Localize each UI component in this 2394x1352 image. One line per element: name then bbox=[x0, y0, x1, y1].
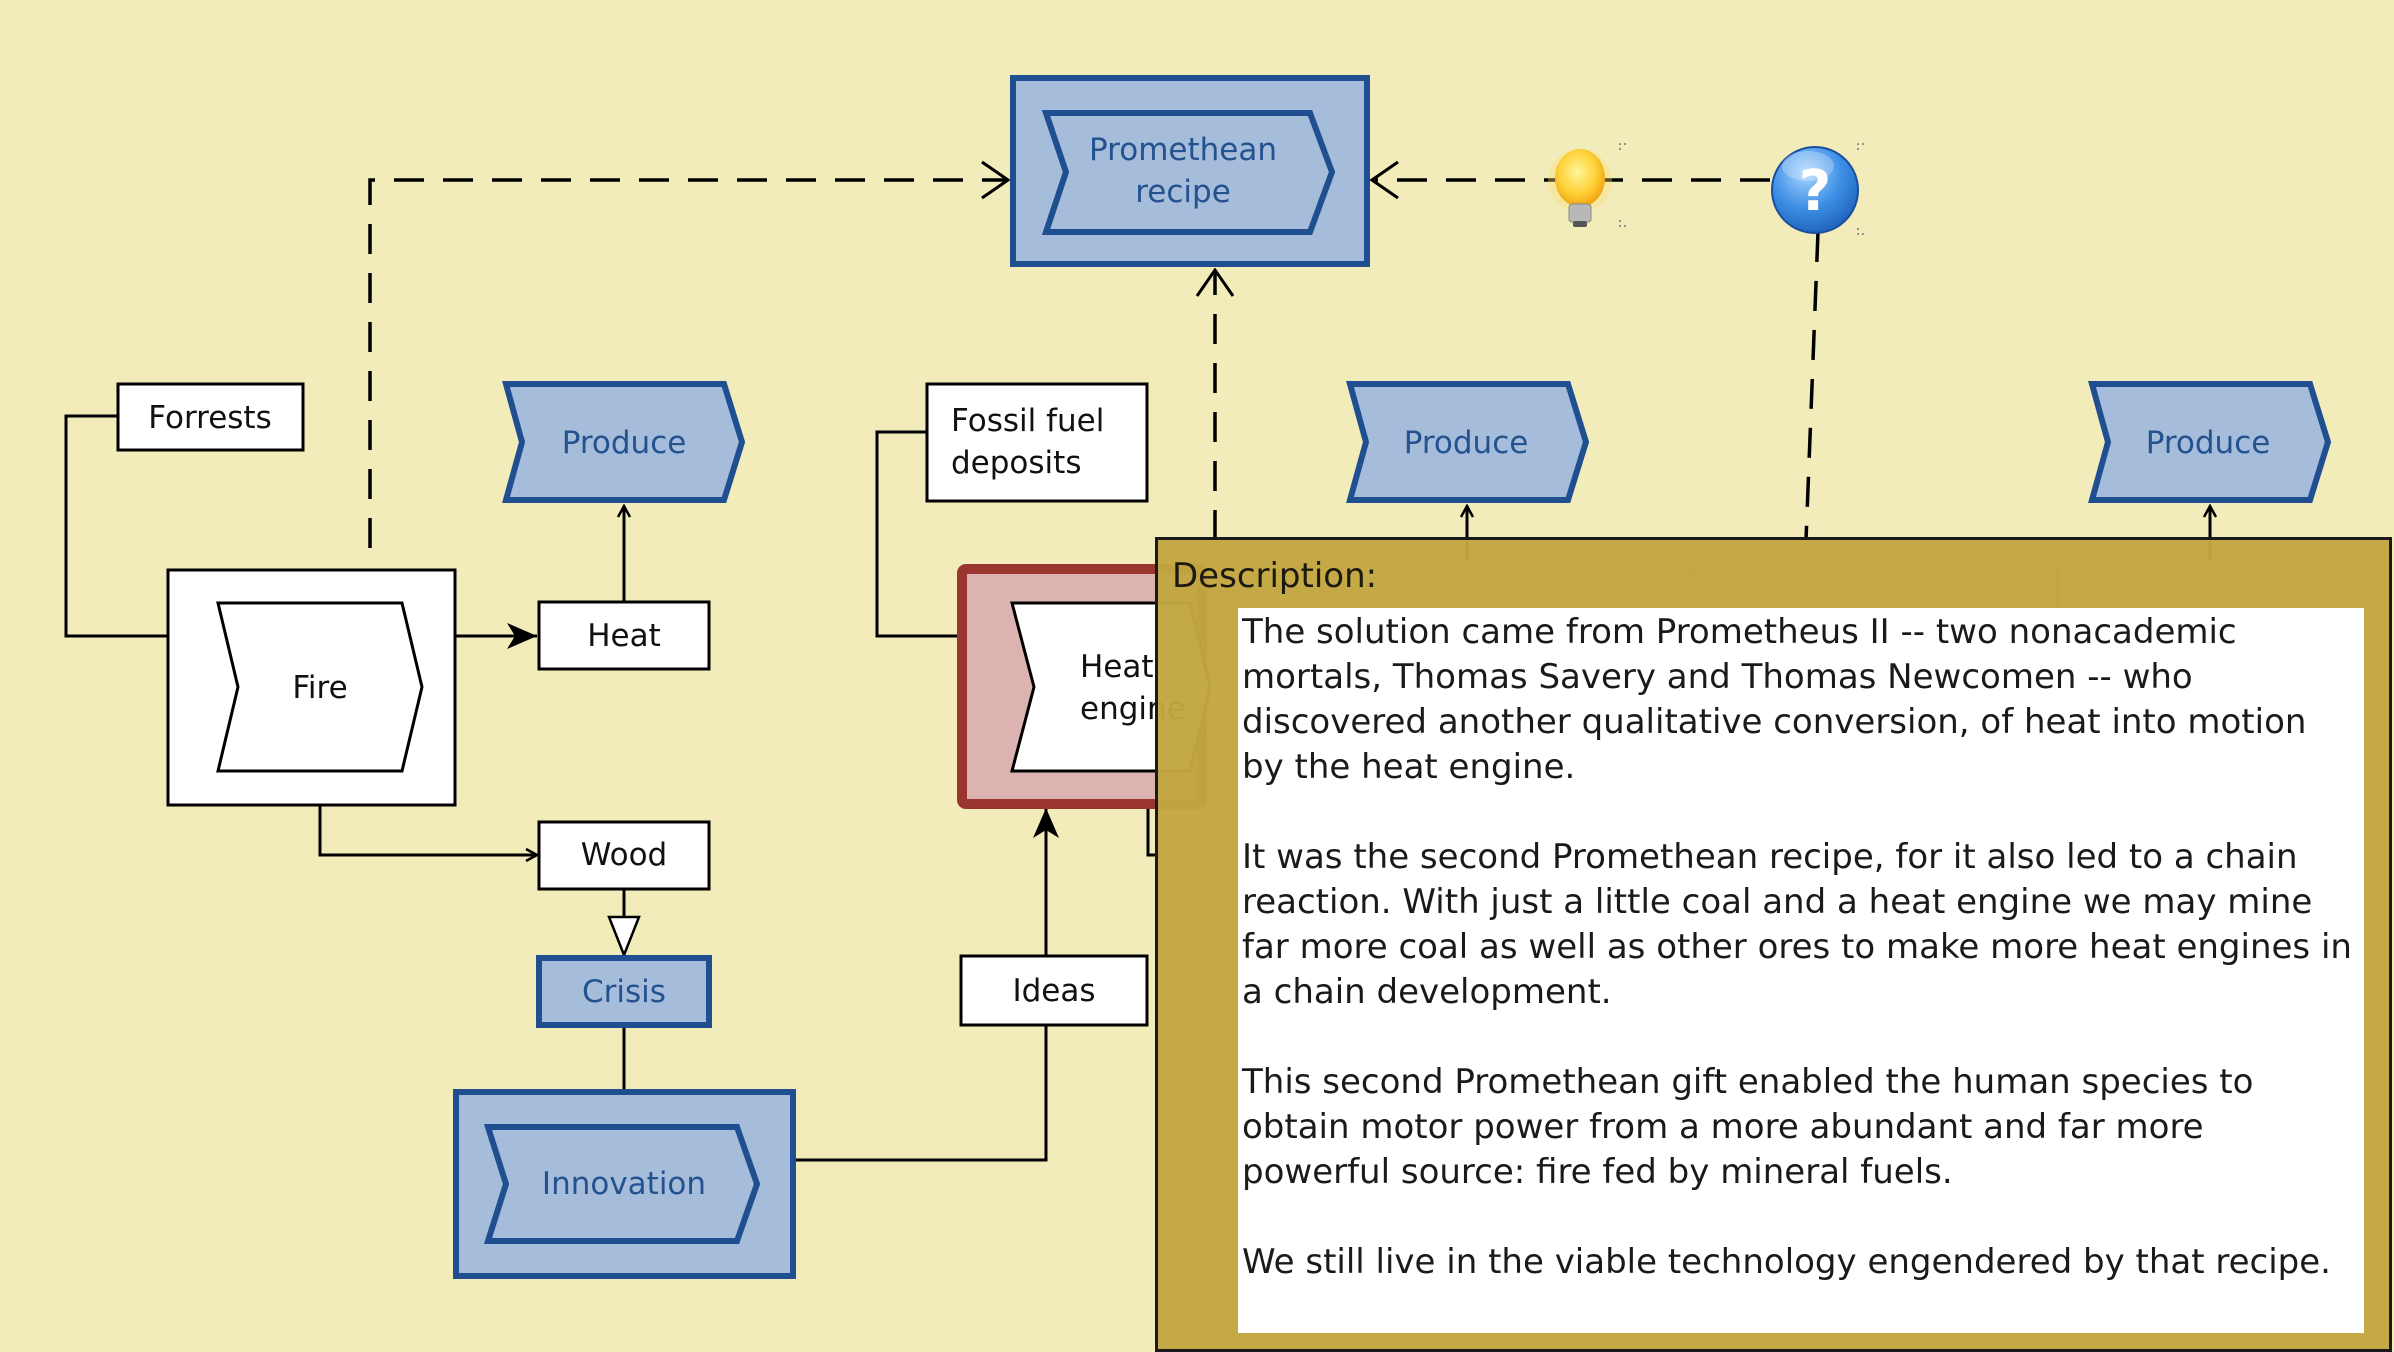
innovation-label: Innovation bbox=[542, 1166, 706, 1202]
promethean-label-line1: Promethean bbox=[1089, 132, 1277, 168]
lightbulb-icon[interactable] bbox=[1548, 143, 1626, 227]
connectors bbox=[64, 180, 2210, 1162]
node-produce-3[interactable]: Produce bbox=[2088, 381, 2332, 503]
description-panel: Description: The solution came from Prom… bbox=[1155, 537, 2392, 1352]
crisis-label: Crisis bbox=[582, 974, 666, 1010]
description-title: Description: bbox=[1172, 556, 1378, 596]
dashed-link-fire-to-promethean bbox=[368, 180, 1008, 548]
forrests-label: Forrests bbox=[148, 400, 272, 436]
heat-engine-label-line1: Heat bbox=[1080, 649, 1154, 685]
node-heat[interactable]: Heat bbox=[537, 600, 711, 671]
ideas-label: Ideas bbox=[1012, 973, 1095, 1009]
description-paragraph-3: This second Promethean gift enabled the … bbox=[1242, 1062, 2254, 1192]
dashed-link-question-down bbox=[1804, 231, 1820, 541]
node-innovation[interactable]: Innovation bbox=[453, 1089, 796, 1279]
description-text: The solution came from Prometheus II -- … bbox=[1238, 608, 2364, 1333]
node-fossil-fuel-deposits[interactable]: Fossil fuel deposits bbox=[925, 382, 1149, 503]
node-produce-1[interactable]: Produce bbox=[502, 381, 746, 503]
produce-1-label: Produce bbox=[562, 425, 687, 461]
node-heat-engine[interactable]: Heat engine bbox=[957, 564, 1212, 809]
description-paragraph-4: We still live in the viable technology e… bbox=[1242, 1242, 2331, 1282]
node-ideas[interactable]: Ideas bbox=[959, 954, 1149, 1027]
node-crisis[interactable]: Crisis bbox=[536, 955, 712, 1028]
heat-label: Heat bbox=[587, 618, 661, 654]
fire-label: Fire bbox=[292, 670, 347, 706]
node-fire[interactable]: Fire bbox=[166, 568, 457, 807]
promethean-label-line2: recipe bbox=[1135, 174, 1231, 210]
fossil-label-line1: Fossil fuel bbox=[951, 403, 1104, 439]
produce-2-label: Produce bbox=[1404, 425, 1529, 461]
node-wood[interactable]: Wood bbox=[537, 820, 711, 891]
wood-label: Wood bbox=[581, 837, 667, 873]
question-mark-icon[interactable]: ? bbox=[1771, 143, 1864, 235]
link-fossil-to-heatengine bbox=[875, 430, 1013, 649]
produce-3-label: Produce bbox=[2146, 425, 2271, 461]
description-paragraph-1: The solution came from Prometheus II -- … bbox=[1242, 612, 2307, 787]
link-forrests-to-fire bbox=[64, 414, 216, 649]
node-forrests[interactable]: Forrests bbox=[116, 382, 305, 452]
node-promethean-recipe[interactable]: Promethean recipe bbox=[1010, 75, 1370, 267]
node-produce-2[interactable]: Produce bbox=[1346, 381, 1590, 503]
link-innovation-to-ideas bbox=[758, 1025, 1048, 1162]
fossil-label-line2: deposits bbox=[951, 445, 1081, 481]
description-paragraph-2: It was the second Promethean recipe, for… bbox=[1242, 837, 2352, 1012]
svg-text:?: ? bbox=[1799, 159, 1831, 224]
